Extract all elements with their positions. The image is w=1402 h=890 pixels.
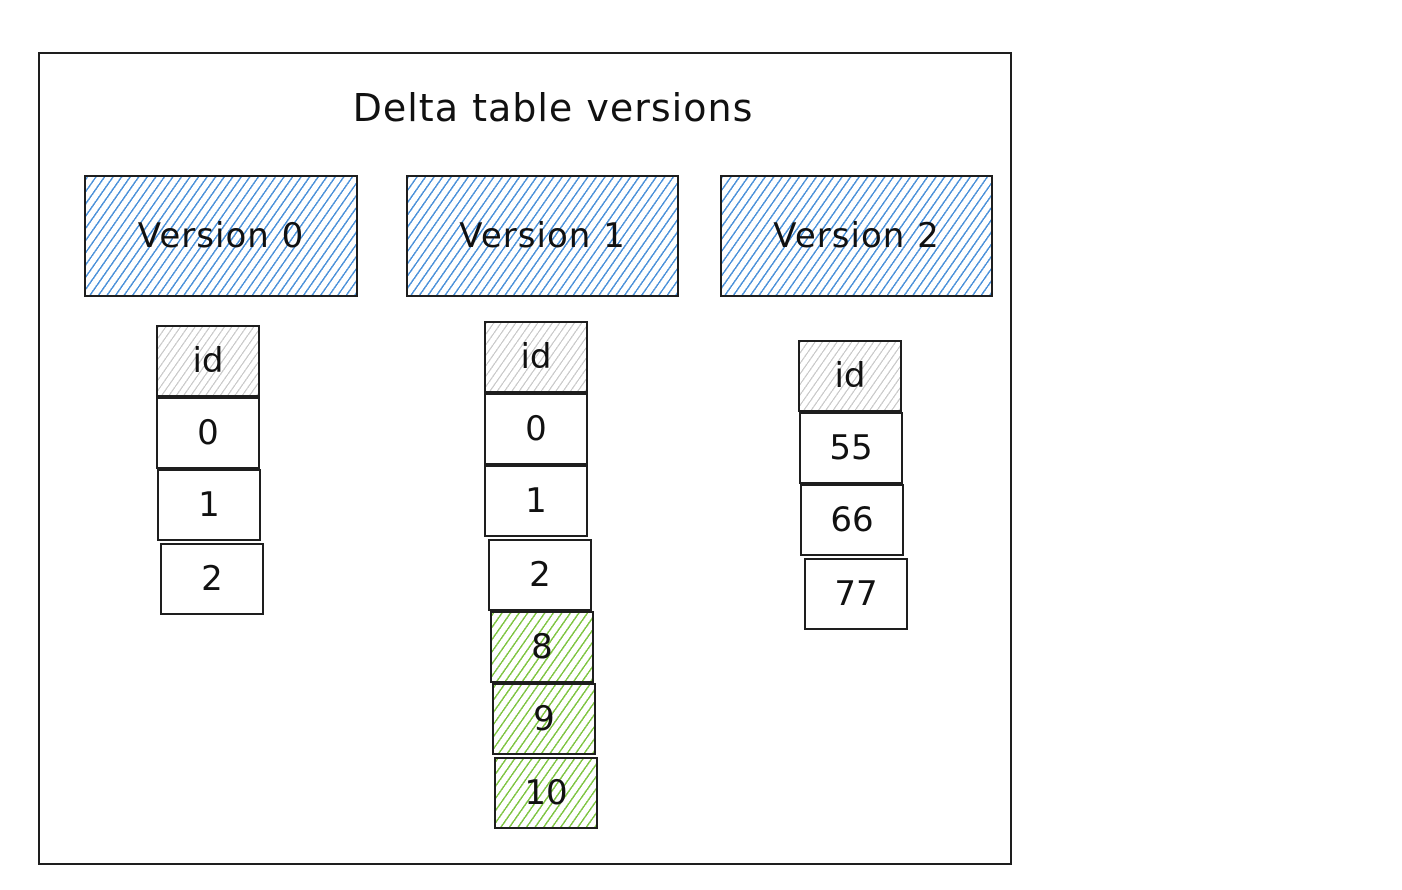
version-1-column-header: id	[484, 321, 588, 393]
version-0-box: Version 0	[84, 175, 358, 297]
version-0-cell: 2	[160, 543, 264, 615]
version-2-label: Version 2	[773, 216, 940, 256]
version-1-cell: 1	[484, 465, 588, 537]
version-1-cell: 0	[484, 393, 588, 465]
version-0-cell: 0	[156, 397, 260, 469]
version-2-box: Version 2	[720, 175, 993, 297]
version-0-column-header: id	[156, 325, 260, 397]
version-1-added-cell: 9	[492, 683, 596, 755]
version-1-box: Version 1	[406, 175, 679, 297]
version-2-cell: 55	[799, 412, 903, 484]
version-1-cell: 2	[488, 539, 592, 611]
diagram-title: Delta table versions	[352, 86, 754, 130]
version-1-added-cell: 10	[494, 757, 598, 829]
version-1-added-cell: 8	[490, 611, 594, 683]
version-0-cell: 1	[157, 469, 261, 541]
version-1-label: Version 1	[459, 216, 626, 256]
diagram-frame	[38, 52, 1012, 865]
version-0-label: Version 0	[137, 216, 305, 256]
version-2-column-header: id	[798, 340, 902, 412]
version-2-cell: 77	[804, 558, 908, 630]
version-2-cell: 66	[800, 484, 904, 556]
